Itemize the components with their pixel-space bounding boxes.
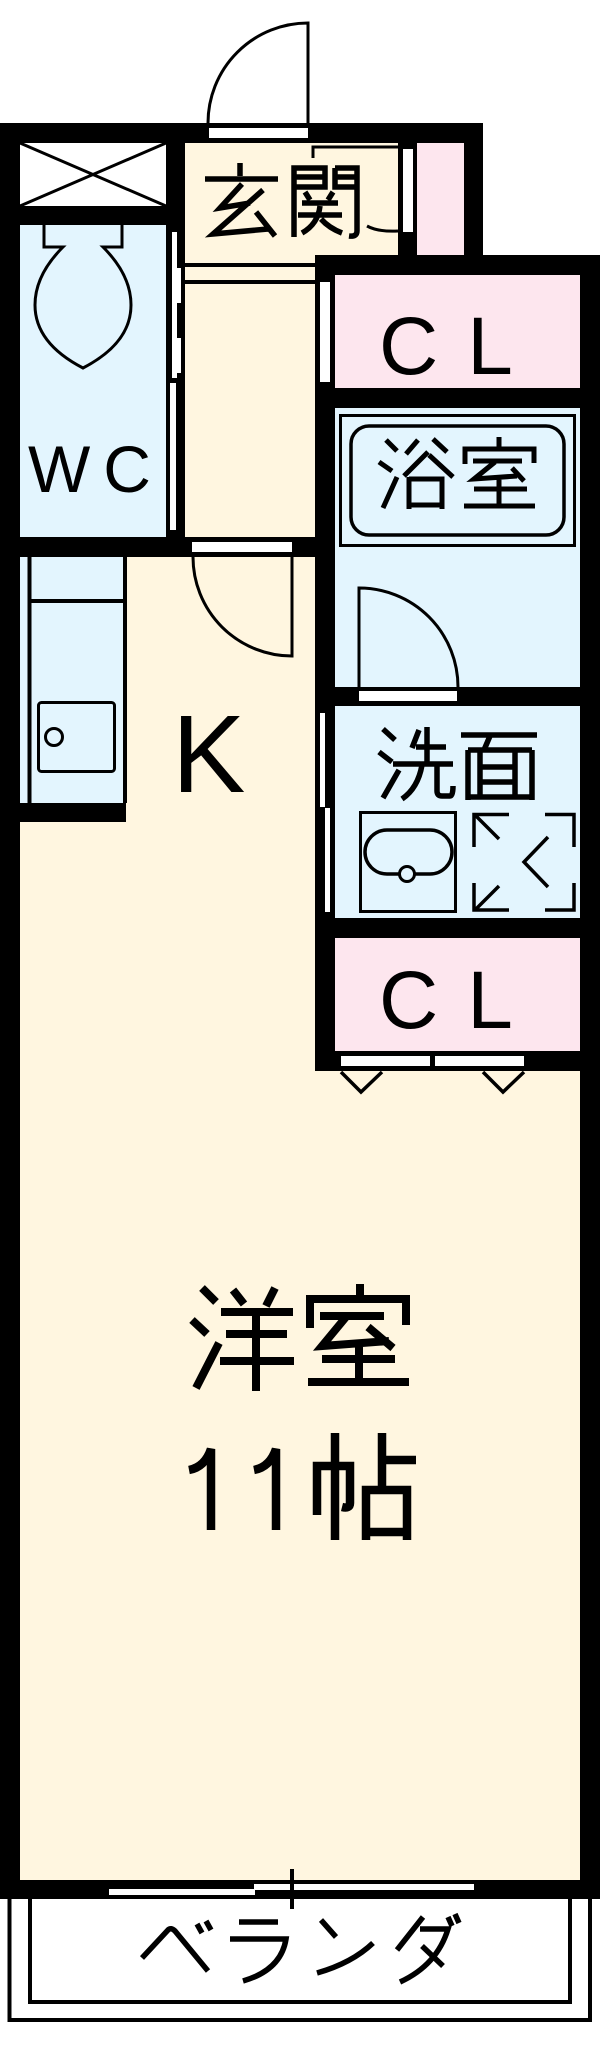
- wall-left: [0, 123, 20, 1899]
- openings: [109, 21, 526, 1909]
- kitchen-door-opening: [192, 542, 292, 552]
- bath-door-swing-icon: [357, 586, 460, 688]
- kitchen-door-swing-icon: [191, 556, 294, 658]
- stove-icon: [37, 701, 116, 773]
- closet-upper-label: CL: [379, 301, 542, 392]
- stove-burner-icon: [44, 727, 64, 747]
- toilet-label: WC: [28, 432, 164, 506]
- fixtures: [19, 141, 576, 913]
- shoe-closet-floor: [417, 143, 464, 255]
- balcony: [7, 1899, 592, 2022]
- wall-wet-block-top: [315, 255, 600, 275]
- wall-storage-toilet: [0, 206, 185, 225]
- balcony-window-2: [254, 1884, 474, 1890]
- kitchen-counter: [20, 557, 126, 803]
- bathroom-floor: [335, 408, 580, 687]
- shoe-closet-door: [403, 149, 413, 232]
- wall-washroom-closet: [315, 918, 600, 938]
- shoe-cabinet-outline: [311, 145, 399, 233]
- labels: 玄関 WC CL 浴室 K 洗面 CL 洋室 11帖 ベランダ: [28, 163, 542, 1996]
- bathtub-inner: [349, 424, 566, 537]
- western-room-size-glyph: [187, 1433, 416, 1540]
- closet-lower-floor: [335, 938, 580, 1051]
- toilet-floor: [20, 225, 166, 537]
- toilet-sliding-door-3: [177, 338, 181, 373]
- bathtub-outer: [339, 414, 576, 547]
- washroom-sliding-door-2: [325, 808, 330, 912]
- closet-door-fold-icon: [339, 1070, 526, 1095]
- closet-upper-floor: [335, 275, 580, 388]
- western-room-label: 洋室: [190, 1284, 410, 1412]
- western-room-size: 11帖: [177, 1432, 427, 1560]
- entrance-step-line-2: [185, 280, 315, 284]
- entrance-step-line-1: [185, 263, 315, 267]
- closet-lower-label: CL: [379, 955, 542, 1046]
- washroom-label: 洗面: [381, 725, 533, 814]
- washroom-sliding-door-1: [320, 713, 325, 807]
- toilet-icon: [33, 225, 133, 370]
- storage-cross-icon: [19, 141, 167, 208]
- bath-door-opening: [359, 691, 457, 701]
- wall-counter-bottom: [20, 803, 126, 822]
- kitchen-counter-outline: [27, 557, 127, 803]
- closet-lower-door-2: [435, 1056, 524, 1066]
- western-room-floor: [20, 557, 580, 1880]
- vanity-drain-icon: [398, 865, 416, 883]
- balcony-label: ベランダ: [156, 1912, 444, 1996]
- bathroom-label-glyph: [377, 437, 537, 510]
- balcony-outer-rail: [7, 1899, 592, 2022]
- wall-right: [580, 255, 600, 1899]
- closet-upper-door: [320, 282, 330, 382]
- western-room-label-glyph: [189, 1284, 410, 1391]
- kitchen-label: K: [172, 693, 245, 816]
- entrance-door-swing-icon: [206, 21, 310, 124]
- entrance-door-opening: [209, 128, 308, 138]
- closet-lower-door-1: [341, 1056, 430, 1066]
- wall-bath-washroom: [315, 687, 600, 706]
- vanity-icon: [359, 811, 457, 913]
- balcony-window-1: [109, 1889, 255, 1895]
- toilet-sliding-door-1: [172, 232, 177, 378]
- entrance-label: 玄関: [206, 163, 358, 252]
- balcony-inner-rail: [28, 1899, 572, 2004]
- balcony-label-glyph: [139, 1912, 462, 1985]
- entrance-label-glyph: [204, 163, 360, 239]
- wall-closet-bath: [315, 388, 600, 408]
- bathroom-label: 浴室: [383, 437, 531, 523]
- toilet-sliding-door-2: [177, 268, 181, 303]
- label-glyphs: [139, 163, 537, 1985]
- washing-machine-space-icon: [472, 812, 576, 912]
- washroom-label-glyph: [377, 726, 537, 802]
- toilet-sliding-door-4: [170, 383, 176, 530]
- wall-entrance-block-right: [464, 123, 483, 275]
